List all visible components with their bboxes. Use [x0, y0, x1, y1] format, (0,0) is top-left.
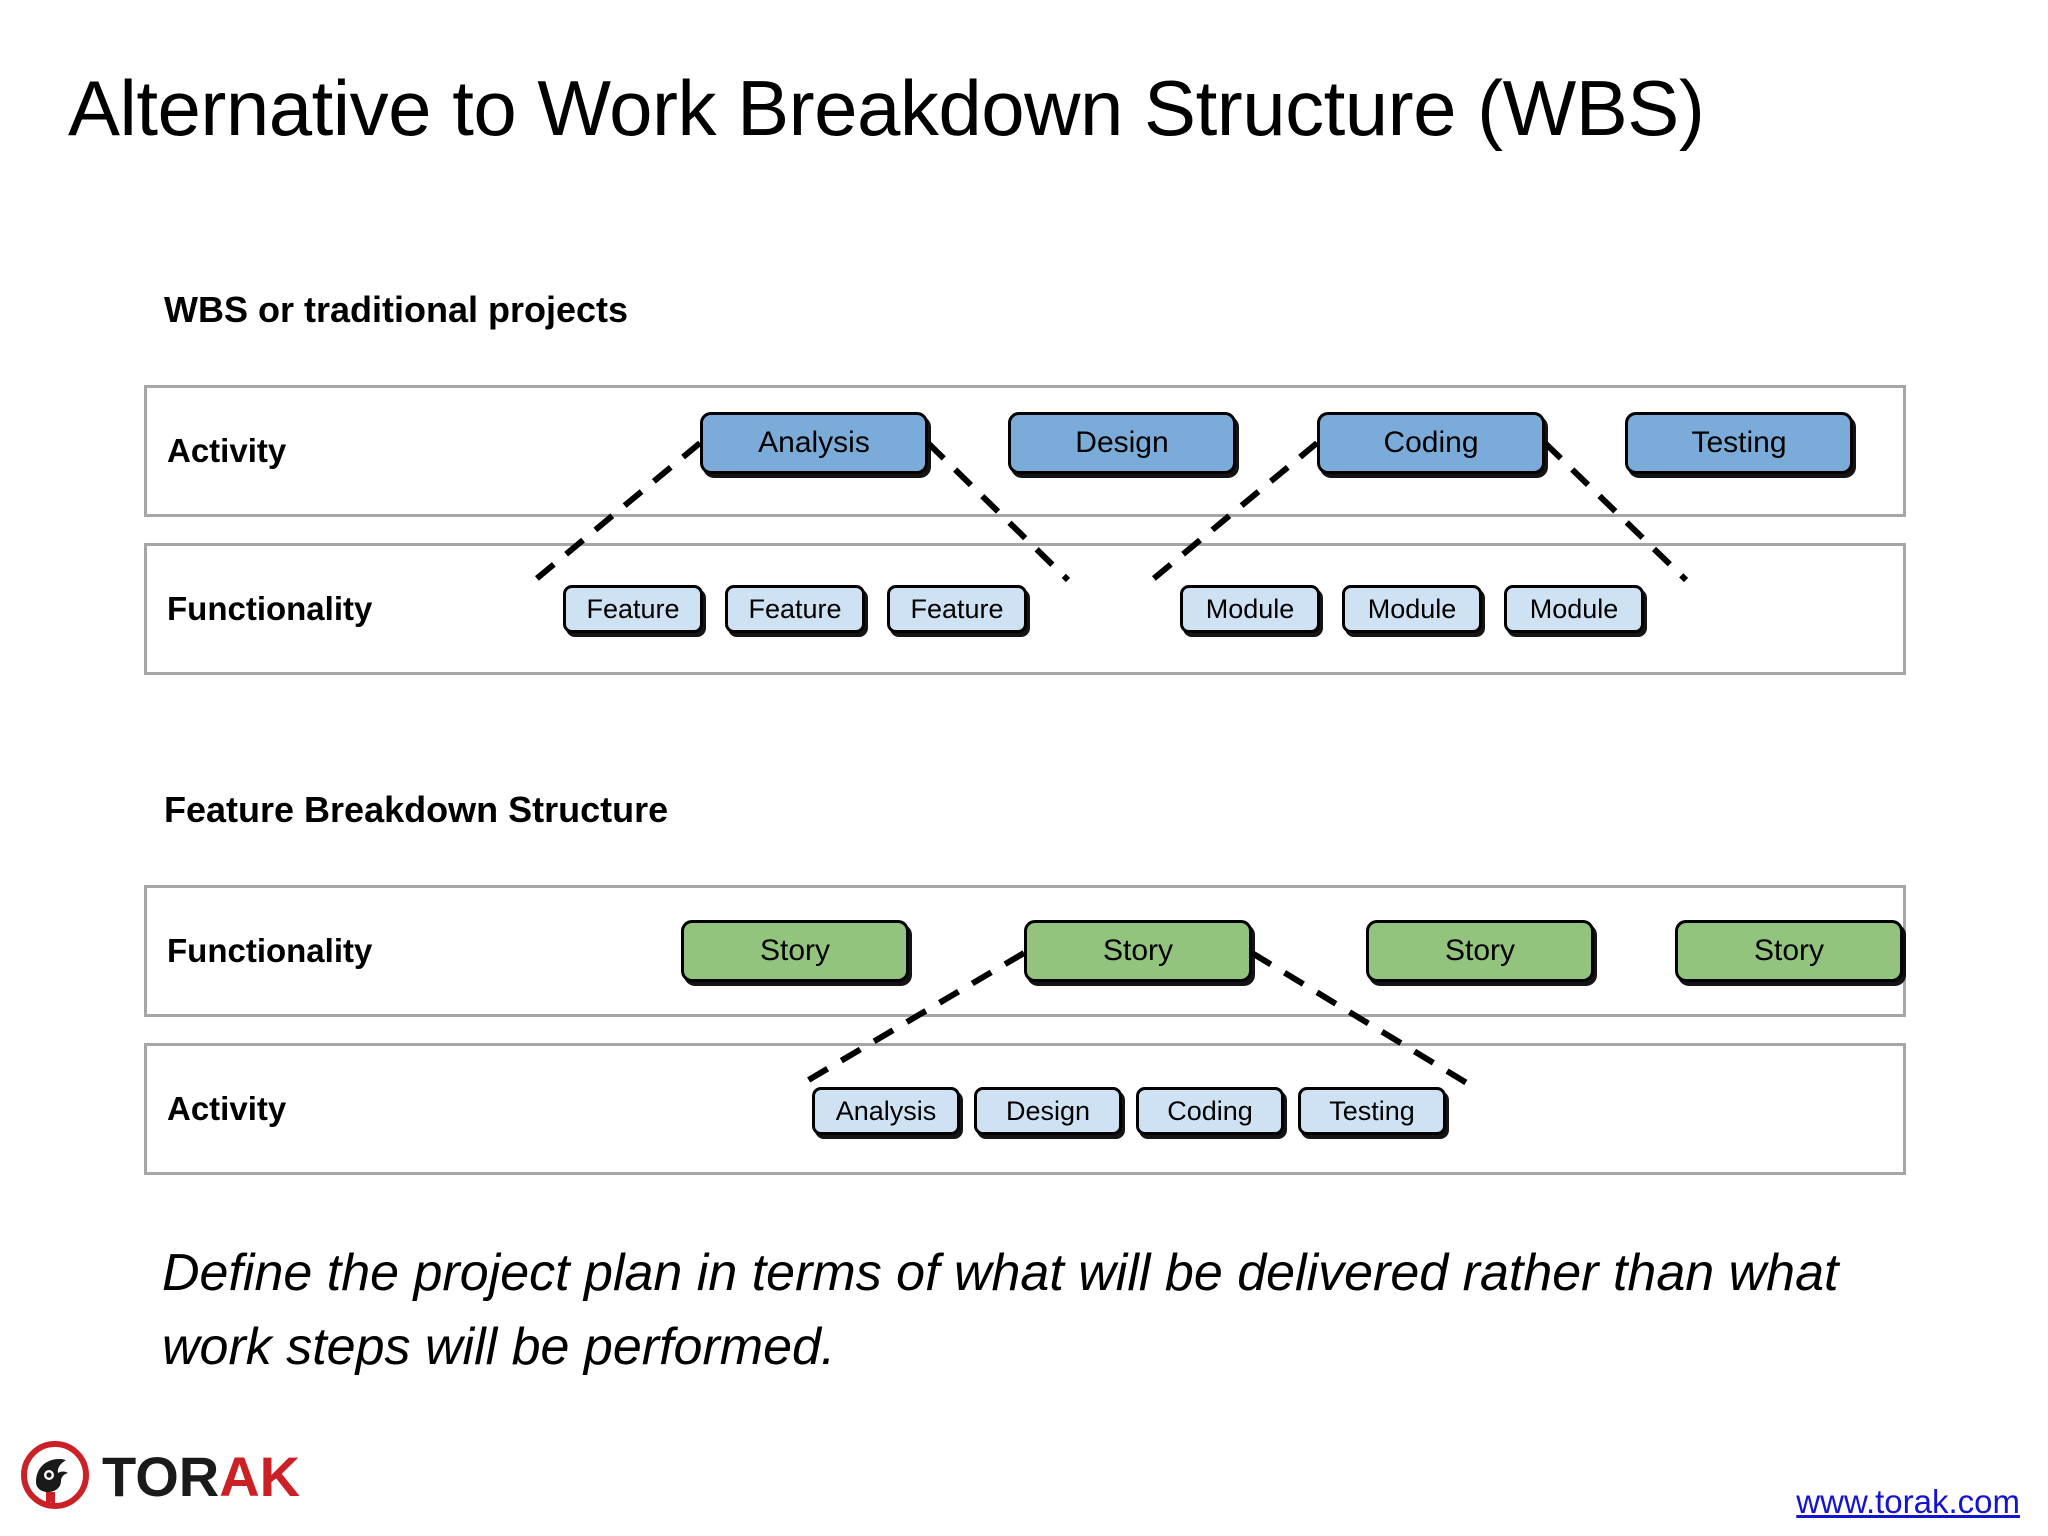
node-wbs-feature-1[interactable]: Feature — [563, 585, 703, 633]
node-label: Module — [1367, 593, 1457, 624]
summary-caption: Define the project plan in terms of what… — [162, 1244, 1839, 1376]
page-title: Alternative to Work Breakdown Structure … — [68, 64, 1705, 152]
node-label: Story — [1444, 934, 1516, 967]
torak-logo: TORAK — [16, 1434, 306, 1520]
row-label-functionality: Functionality — [167, 590, 373, 627]
node-label: Coding — [1167, 1095, 1253, 1126]
node-label: Testing — [1329, 1095, 1415, 1126]
node-label: Analysis — [835, 1095, 937, 1126]
row-label-activity: Activity — [167, 432, 287, 469]
node-label: Story — [1102, 934, 1174, 967]
node-fbs-activity-analysis[interactable]: Analysis — [812, 1087, 960, 1135]
node-wbs-module-3[interactable]: Module — [1504, 585, 1644, 633]
node-wbs-feature-2[interactable]: Feature — [725, 585, 865, 633]
node-wbs-activity-testing[interactable]: Testing — [1625, 412, 1853, 474]
section-heading-fbs: Feature Breakdown Structure — [164, 789, 669, 830]
node-fbs-story-1[interactable]: Story — [681, 920, 909, 982]
node-fbs-activity-coding[interactable]: Coding — [1136, 1087, 1284, 1135]
node-label: Story — [759, 934, 831, 967]
node-label: Feature — [748, 593, 842, 624]
node-fbs-story-4[interactable]: Story — [1675, 920, 1903, 982]
falcon-emblem-icon — [21, 1441, 89, 1509]
node-wbs-module-2[interactable]: Module — [1342, 585, 1482, 633]
node-label: Feature — [586, 593, 680, 624]
section-heading-wbs: WBS or traditional projects — [164, 289, 629, 330]
node-wbs-feature-3[interactable]: Feature — [887, 585, 1027, 633]
node-fbs-activity-testing[interactable]: Testing — [1298, 1087, 1446, 1135]
logo-text-dark: TOR — [102, 1445, 220, 1508]
node-wbs-activity-analysis[interactable]: Analysis — [700, 412, 928, 474]
logo-text-red: AK — [219, 1445, 301, 1508]
node-label: Module — [1205, 593, 1295, 624]
node-label: Analysis — [758, 426, 870, 459]
node-fbs-story-3[interactable]: Story — [1366, 920, 1594, 982]
node-wbs-module-1[interactable]: Module — [1180, 585, 1320, 633]
torak-wordmark: TORAK — [102, 1449, 300, 1505]
node-label: Coding — [1383, 426, 1479, 459]
row-label-activity: Activity — [167, 1090, 287, 1127]
node-label: Feature — [910, 593, 1004, 624]
node-fbs-story-2[interactable]: Story — [1024, 920, 1252, 982]
node-label: Testing — [1691, 426, 1787, 459]
node-label: Design — [1075, 426, 1169, 459]
node-label: Module — [1529, 593, 1619, 624]
website-link[interactable]: www.torak.com — [1796, 1483, 2020, 1520]
node-wbs-activity-coding[interactable]: Coding — [1317, 412, 1545, 474]
node-label: Design — [1005, 1095, 1091, 1126]
node-fbs-activity-design[interactable]: Design — [974, 1087, 1122, 1135]
row-label-functionality: Functionality — [167, 932, 373, 969]
node-label: Story — [1753, 934, 1825, 967]
node-wbs-activity-design[interactable]: Design — [1008, 412, 1236, 474]
